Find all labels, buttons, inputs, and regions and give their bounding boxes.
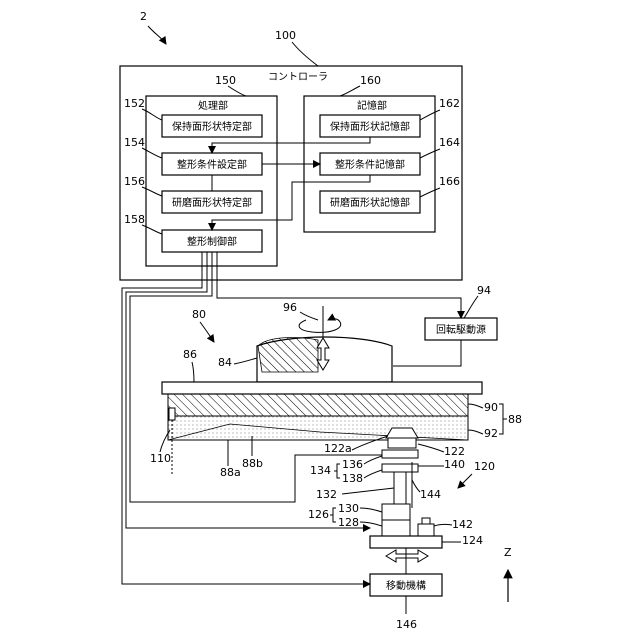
rotation-drive-label: 回転駆動源	[436, 323, 486, 336]
sensor-142	[418, 524, 434, 536]
frame-leader	[192, 362, 194, 382]
part-136-ref: 136	[342, 458, 363, 471]
housing-ref: 84	[218, 356, 232, 369]
processing-unit-label: 処理部	[198, 99, 228, 112]
processing-unit-leader	[228, 86, 246, 96]
block-152-leader	[142, 109, 162, 120]
block-162-leader	[420, 110, 440, 120]
block-156-ref: 156	[124, 175, 145, 188]
sensor-142-ref: 142	[452, 518, 473, 531]
block-164-ref: 164	[439, 136, 460, 149]
shaft-132-leader	[342, 488, 394, 494]
block-154-label: 整形条件設定部	[177, 158, 247, 171]
storage-unit-leader	[340, 86, 360, 96]
controller-ref: 100	[275, 29, 296, 42]
block-154-ref: 154	[124, 136, 145, 149]
moving-mechanism-ref: 146	[396, 618, 417, 631]
block-164-leader	[420, 149, 440, 158]
arm-138	[382, 464, 418, 472]
shaping-unit-ref: 120	[474, 460, 495, 473]
layer-90-ref: 90	[484, 401, 498, 414]
layer-92-ref: 92	[484, 427, 498, 440]
part-136-leader	[364, 456, 382, 464]
part-134-bracket	[334, 464, 340, 478]
sensor-ref: 110	[150, 452, 171, 465]
part-134-ref: 134	[310, 464, 331, 477]
part-138-leader	[364, 470, 382, 478]
spindle-ref: 96	[283, 301, 297, 314]
rotation-arrow-icon	[299, 319, 341, 333]
controller-label: コントローラ	[268, 71, 328, 83]
chuck-table-leader	[200, 322, 214, 342]
housing-hatched-section	[258, 338, 318, 372]
horizontal-motion-arrow-icon	[386, 550, 428, 562]
chuck-table-ref: 80	[192, 308, 206, 321]
controller-box	[120, 66, 462, 280]
base-124-ref: 124	[462, 534, 483, 547]
z-axis-label: Z	[504, 546, 512, 559]
part-128-ref: 128	[338, 516, 359, 529]
block-166-ref: 166	[439, 175, 460, 188]
part-126-bracket	[330, 508, 336, 522]
block-164-label: 整形条件記憶部	[335, 158, 405, 171]
tip-122a-ref: 122a	[324, 442, 352, 455]
pad-layer-90	[168, 394, 468, 416]
dresser-tip-122	[386, 428, 418, 438]
storage-unit-label: 記憶部	[357, 99, 387, 112]
block-162-label: 保持面形状記憶部	[330, 120, 410, 133]
part-126-ref: 126	[308, 508, 329, 521]
block-166-leader	[420, 188, 440, 197]
rotation-drive-leader	[464, 296, 478, 318]
spindle-ref-leader	[300, 312, 318, 320]
base-124	[370, 536, 442, 548]
block-152-label: 保持面形状特定部	[172, 120, 252, 133]
layer-92-leader	[468, 430, 483, 434]
block-152-ref: 152	[124, 97, 145, 110]
shaft-132-ref: 132	[316, 488, 337, 501]
rotation-drive-ref: 94	[477, 284, 491, 297]
part-128-leader	[360, 522, 382, 526]
tip-122-leader	[418, 444, 444, 452]
shaping-unit-leader	[458, 474, 472, 488]
part-140-ref: 140	[444, 458, 465, 471]
sensor-142-cap	[422, 518, 430, 524]
part-138-ref: 138	[342, 472, 363, 485]
block-158-ref: 158	[124, 213, 145, 226]
sensor-142-leader	[434, 524, 452, 526]
block-156-label: 研磨面形状特定部	[172, 196, 252, 209]
block-166-label: 研磨面形状記憶部	[330, 196, 410, 209]
rotation-drive-link	[393, 340, 461, 366]
part-130-ref: 130	[338, 502, 359, 515]
controller-ref-leader	[292, 42, 318, 66]
part-130-leader	[360, 508, 382, 512]
pad-88-bracket	[499, 404, 507, 434]
housing-leader	[234, 358, 257, 364]
layer-90-leader	[468, 404, 483, 408]
dresser-holder	[388, 438, 416, 448]
tip-122-ref: 122	[444, 445, 465, 458]
block-158-leader	[142, 225, 162, 234]
surface-88b-ref: 88b	[242, 457, 263, 470]
guide-144-ref: 144	[420, 488, 441, 501]
figure-number-leader	[148, 26, 166, 44]
block-158-label: 整形制御部	[187, 235, 237, 248]
surface-88a-ref: 88a	[220, 466, 241, 479]
storage-unit-ref: 160	[360, 74, 381, 87]
moving-mechanism-label: 移動機構	[386, 579, 426, 592]
controller-signal-lines	[212, 137, 370, 230]
figure-number: 2	[140, 10, 147, 23]
sensor-110	[169, 408, 175, 420]
guide-144-leader	[412, 480, 420, 492]
pad-88-ref: 88	[508, 413, 522, 426]
shaft-132	[394, 472, 406, 504]
frame-plate	[162, 382, 482, 394]
arm-136	[382, 450, 418, 458]
block-162-ref: 162	[439, 97, 460, 110]
processing-unit-ref: 150	[215, 74, 236, 87]
block-154-leader	[142, 148, 162, 158]
block-156-leader	[142, 187, 162, 196]
frame-ref: 86	[183, 348, 197, 361]
